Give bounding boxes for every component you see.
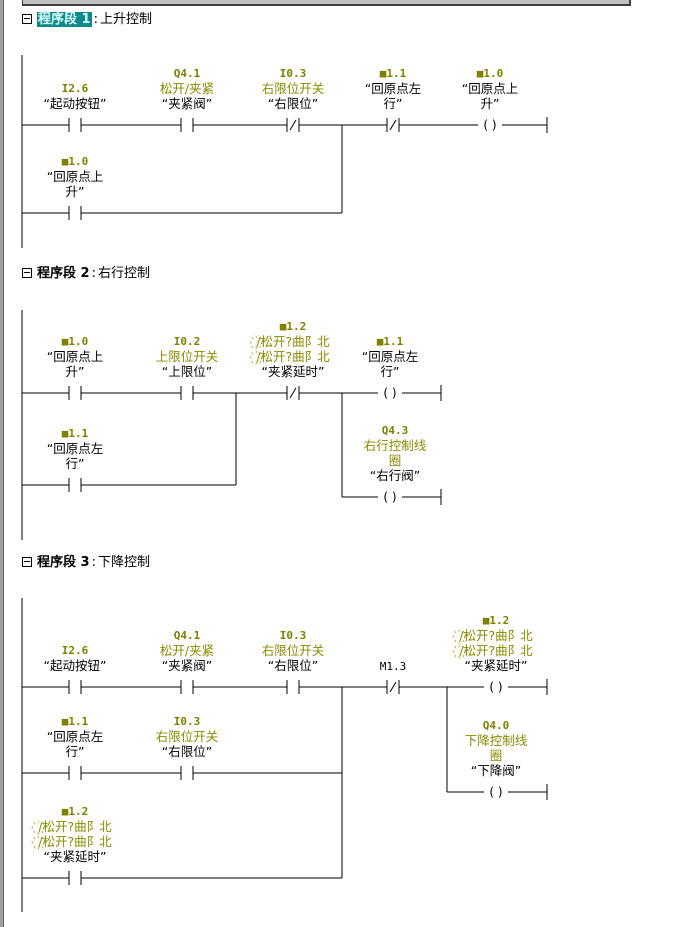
contact-Q4.1[interactable]: [180, 680, 194, 694]
element-symbol: “回原点左行”: [46, 441, 104, 471]
element-symbol: “起动按钮”: [43, 658, 107, 673]
element-address: ■1.1: [379, 67, 407, 80]
element-symbol: “回原点上升”: [46, 169, 104, 199]
contact-M1.3[interactable]: [386, 680, 400, 694]
contact-M1.1[interactable]: [68, 766, 82, 780]
contact-I0.3[interactable]: [286, 118, 300, 132]
element-symbol: “右限位”: [267, 96, 319, 111]
svg-text:( ): ( ): [483, 118, 496, 132]
network-2-title[interactable]: 右行控制: [97, 266, 150, 281]
element-comment: 右限位开关: [261, 643, 325, 658]
element-address: ■1.0: [61, 155, 89, 168]
element-comment: ꙰/松开?曲阝北꙰/松开?曲阝北: [38, 819, 112, 849]
network-1-label[interactable]: 程序段 1: [37, 12, 92, 27]
element-address: Q4.1: [173, 67, 201, 80]
element-symbol: “下降阀”: [470, 763, 522, 778]
element-symbol: “夹紧延时”: [261, 364, 325, 379]
coil-M1.0[interactable]: ( ): [483, 118, 496, 132]
coil-Q4.0[interactable]: ( ): [489, 785, 502, 799]
contact-M1.1[interactable]: [68, 478, 82, 492]
contact-I0.2[interactable]: [180, 386, 194, 400]
element-address: I0.2: [173, 335, 201, 348]
element-comment: 上限位开关: [155, 349, 219, 364]
element-address: ■1.2: [279, 320, 307, 333]
network-3-title[interactable]: 下降控制: [97, 555, 150, 570]
element-comment: 下降控制线圈: [464, 733, 528, 763]
element-symbol: “回原点左行”: [364, 81, 422, 111]
element-symbol: “夹紧延时”: [43, 849, 107, 864]
element-symbol: “右限位”: [267, 658, 319, 673]
contact-I2.6[interactable]: [68, 680, 82, 694]
element-comment: 右行控制线圈: [363, 438, 427, 468]
element-address: I0.3: [173, 715, 201, 728]
element-symbol: “上限位”: [161, 364, 213, 379]
network-1-header[interactable]: 程序段 1:上升控制: [22, 12, 152, 28]
contact-Q4.1[interactable]: [180, 118, 194, 132]
element-address: Q4.3: [381, 424, 409, 437]
element-comment: 松开/夹紧: [159, 643, 215, 658]
svg-text:( ): ( ): [383, 490, 396, 504]
element-symbol: “右限位”: [161, 744, 213, 759]
coil-Q4.3[interactable]: ( ): [383, 490, 396, 504]
network-3-header[interactable]: 程序段 3:下降控制: [22, 555, 150, 571]
block-header-panel: [22, 0, 631, 6]
element-address: ■1.1: [376, 335, 404, 348]
element-symbol: “回原点左行”: [361, 349, 419, 379]
element-address: ■1.1: [61, 715, 89, 728]
network-3-label[interactable]: 程序段 3: [37, 555, 90, 570]
svg-text:( ): ( ): [383, 386, 396, 400]
element-address: I0.3: [279, 629, 307, 642]
element-address: Q4.1: [173, 629, 201, 642]
element-symbol: “回原点上升”: [461, 81, 519, 111]
element-address: Q4.0: [482, 719, 510, 732]
element-symbol: “夹紧阀”: [161, 658, 213, 673]
coil-M1.1[interactable]: ( ): [383, 386, 396, 400]
contact-M1.0[interactable]: [68, 386, 82, 400]
element-address: M1.3: [379, 660, 407, 673]
element-symbol: “起动按钮”: [43, 96, 107, 111]
element-address: ■1.2: [482, 614, 510, 627]
element-address: I2.6: [61, 82, 89, 95]
coil-M1.2[interactable]: ( ): [489, 680, 502, 694]
element-comment: ꙰/松开?曲阝北꙰/松开?曲阝北: [459, 628, 533, 658]
element-symbol: “回原点上升”: [46, 349, 104, 379]
element-symbol: “夹紧延时”: [464, 658, 528, 673]
element-address: ■1.2: [61, 805, 89, 818]
contact-M1.1[interactable]: [386, 118, 400, 132]
element-symbol: “回原点左行”: [46, 729, 104, 759]
element-symbol: “右行阀”: [369, 468, 421, 483]
contact-I0.3[interactable]: [286, 680, 300, 694]
element-comment: 右限位开关: [155, 729, 219, 744]
element-address: ■1.0: [476, 67, 504, 80]
collapse-toggle-icon[interactable]: [22, 267, 32, 278]
element-address: ■1.0: [61, 335, 89, 348]
element-comment: 右限位开关: [261, 81, 325, 96]
contact-I2.6[interactable]: [68, 118, 82, 132]
svg-text:( ): ( ): [489, 680, 502, 694]
collapse-toggle-icon[interactable]: [22, 13, 32, 24]
network-2-label[interactable]: 程序段 2: [37, 266, 90, 281]
network-1-title[interactable]: 上升控制: [99, 12, 152, 27]
element-symbol: “夹紧阀”: [161, 96, 213, 111]
element-comment: 松开/夹紧: [159, 81, 215, 96]
svg-text:( ): ( ): [489, 785, 502, 799]
window-left-border: [0, 0, 4, 927]
element-comment: ꙰/松开?曲阝北꙰/松开?曲阝北: [256, 334, 330, 364]
element-address: I2.6: [61, 644, 89, 657]
element-address: ■1.1: [61, 427, 89, 440]
contact-M1.0[interactable]: [68, 206, 82, 220]
network-2-header[interactable]: 程序段 2:右行控制: [22, 266, 150, 282]
element-address: I0.3: [279, 67, 307, 80]
contact-M1.2[interactable]: [286, 386, 300, 400]
contact-M1.2[interactable]: [68, 871, 82, 885]
collapse-toggle-icon[interactable]: [22, 556, 32, 567]
contact-I0.3[interactable]: [180, 766, 194, 780]
